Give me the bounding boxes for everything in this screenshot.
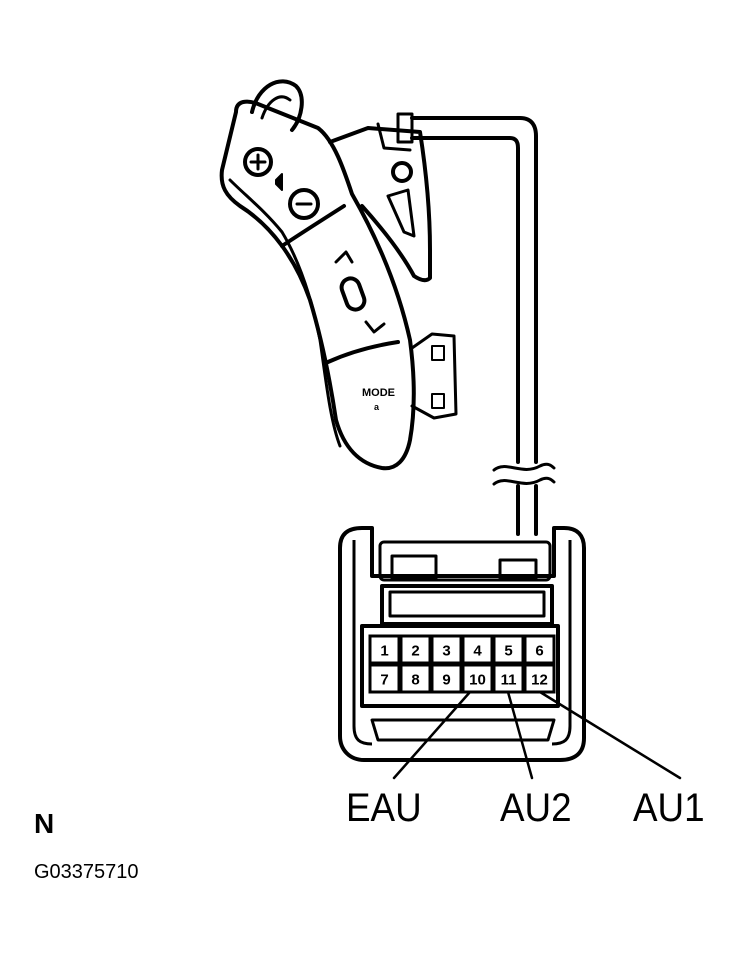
- pin-number: 9: [442, 672, 450, 689]
- pin-number: 8: [411, 672, 419, 689]
- pin-cell: [461, 663, 494, 694]
- mode-button-sublabel: a: [374, 402, 380, 412]
- pin-number: 6: [535, 643, 543, 660]
- pin-cell: [399, 663, 432, 694]
- steering-pad-switch: MODE a: [219, 79, 416, 471]
- figure-code: G03375710: [34, 861, 139, 883]
- mode-button-label: MODE: [362, 387, 395, 399]
- pin-number: 12: [531, 672, 548, 689]
- pin-number: 2: [411, 643, 419, 660]
- wire-harness: [410, 116, 556, 536]
- callout-au2: AU2: [500, 786, 572, 830]
- pin-number: 4: [473, 643, 482, 660]
- pin-cell: [368, 663, 401, 694]
- leader-line-au1: [538, 690, 682, 780]
- pin-cell: [430, 634, 463, 665]
- pin-number: 7: [380, 672, 388, 689]
- pin-cell: [399, 634, 432, 665]
- pin-cell: [368, 634, 401, 665]
- pin-number: 11: [501, 672, 517, 689]
- pin-cell: [523, 634, 556, 665]
- figure-letter: N: [34, 808, 55, 839]
- volume-down-icon: [288, 188, 320, 220]
- callout-au1: AU1: [633, 786, 705, 830]
- pin-number: 1: [380, 643, 388, 660]
- mounting-bracket: [328, 112, 458, 420]
- pin-cell: [492, 634, 525, 665]
- chevron-up-icon: [334, 250, 354, 264]
- pin-number: 5: [504, 643, 512, 660]
- volume-up-icon: [243, 147, 273, 177]
- pin-number: 3: [442, 643, 450, 660]
- chevron-down-icon: [364, 320, 386, 334]
- seek-rocker-icon: [339, 276, 367, 312]
- leader-line-eau: [392, 690, 472, 780]
- harness-connector: [338, 526, 586, 762]
- leader-line-au2: [506, 690, 534, 780]
- pin-cell: [430, 663, 463, 694]
- leader-lines: [392, 690, 682, 780]
- pin-cell: [461, 634, 494, 665]
- pin-number: 10: [469, 672, 486, 689]
- callout-eau: EAU: [346, 786, 422, 830]
